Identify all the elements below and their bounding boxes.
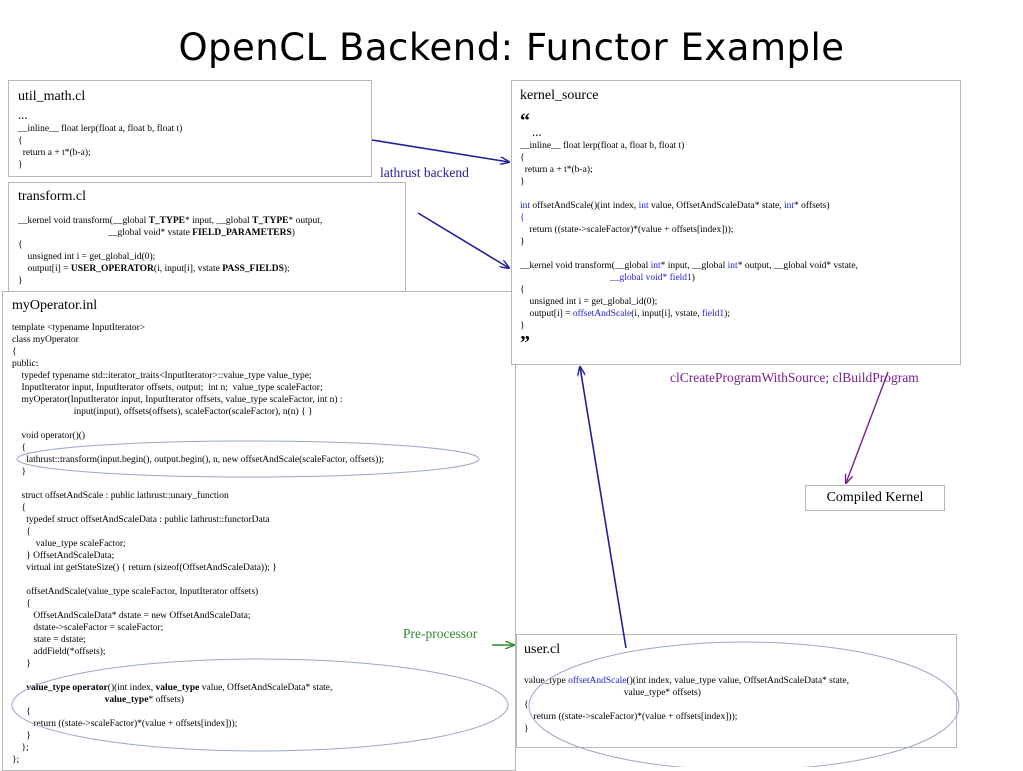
code-line: virtual int getStateSize() { return (siz… xyxy=(12,563,277,573)
code-line: { xyxy=(12,443,27,453)
code-line: return ((state->scaleFactor)*(value + of… xyxy=(12,719,238,729)
usercl-to-kernel-arrow xyxy=(580,367,627,649)
transform-title: transform.cl xyxy=(18,189,87,204)
code-line: value_type scaleFactor; xyxy=(12,539,126,549)
build-program-label: clCreateProgramWithSource; clBuildProgra… xyxy=(670,370,919,385)
code-line: }; xyxy=(12,743,29,753)
code-line: typedef struct offsetAndScaleData : publ… xyxy=(12,515,270,525)
my-operator-title: myOperator.inl xyxy=(12,298,98,313)
lathrust-backend-label: lathrust backend xyxy=(380,165,469,180)
my-operator-code: template <typename InputIterator> class m… xyxy=(12,322,506,766)
util-to-kernel-arrow xyxy=(371,139,509,162)
kernel-source-title: kernel_source xyxy=(520,88,599,103)
util-math-title: util_math.cl xyxy=(18,89,86,104)
code-line: state = dstate; xyxy=(12,635,86,645)
transform-to-kernel-arrow xyxy=(417,212,509,268)
code-line: { xyxy=(12,599,31,609)
util-math-box: util_math.cl …__inline__ float lerp(floa… xyxy=(8,80,372,177)
code-line: } OffsetAndScaleData; xyxy=(12,551,115,561)
code-line: { xyxy=(12,707,31,717)
code-line: InputIterator input, InputIterator offse… xyxy=(12,383,323,393)
code-line: value_type* offsets) xyxy=(104,695,184,705)
code-line: struct offsetAndScale : public lathrust:… xyxy=(12,491,229,501)
code-line: }; xyxy=(12,755,20,765)
code-line: class myOperator xyxy=(12,335,79,345)
my-operator-box: myOperator.inl template <typename InputI… xyxy=(2,291,516,771)
code-line: addField(*offsets); xyxy=(12,647,106,657)
build-to-compiled-arrow xyxy=(846,371,889,483)
code-line: dstate->scaleFactor = scaleFactor; xyxy=(12,623,164,633)
transform-code: __kernel void transform(__global T_TYPE*… xyxy=(18,216,323,286)
user-cl-box: user.cl value_type offsetAndScale()(int … xyxy=(516,634,957,748)
operator-call-ellipse xyxy=(16,440,480,478)
code-line: OffsetAndScaleData* dstate = new OffsetA… xyxy=(12,611,251,621)
code-line: public: xyxy=(12,359,39,369)
code-line: offsetAndScale(value_type scaleFactor, I… xyxy=(12,587,259,597)
code-line: { xyxy=(12,527,31,537)
user-cl-ellipse xyxy=(528,641,960,767)
code-line: { xyxy=(12,503,27,513)
value-operator-ellipse xyxy=(11,658,509,752)
pre-processor-label: Pre-processor xyxy=(403,626,478,641)
code-line: } xyxy=(12,659,31,669)
code-line: template <typename InputIterator> xyxy=(12,323,146,333)
code-line: { xyxy=(12,347,17,357)
util-math-code: …__inline__ float lerp(float a, float b,… xyxy=(18,112,183,170)
code-line: void operator()() xyxy=(12,431,86,441)
code-line: myOperator(InputIterator input, InputIte… xyxy=(12,395,343,405)
code-line: } xyxy=(12,731,31,741)
user-cl-code: value_type offsetAndScale()(int index, v… xyxy=(524,676,849,734)
code-line: typedef typename std::iterator_traits<In… xyxy=(12,371,312,381)
kernel-source-code: “…__inline__ float lerp(float a, float b… xyxy=(520,110,859,354)
code-line: value_type operator()(int index, value_t… xyxy=(26,683,333,693)
user-cl-title: user.cl xyxy=(524,642,561,657)
code-line: lathrust::transform(input.begin(), outpu… xyxy=(12,455,385,465)
compiled-kernel-label: Compiled Kernel xyxy=(826,490,924,505)
transform-box: transform.cl __kernel void transform(__g… xyxy=(8,182,406,292)
compiled-kernel-box: Compiled Kernel xyxy=(805,485,945,511)
code-line: } xyxy=(12,467,27,477)
slide-title: OpenCL Backend: Functor Example xyxy=(178,26,845,69)
kernel-source-box: kernel_source “…__inline__ float lerp(fl… xyxy=(511,80,961,365)
code-line: input(input), offsets(offsets), scaleFac… xyxy=(12,407,313,417)
